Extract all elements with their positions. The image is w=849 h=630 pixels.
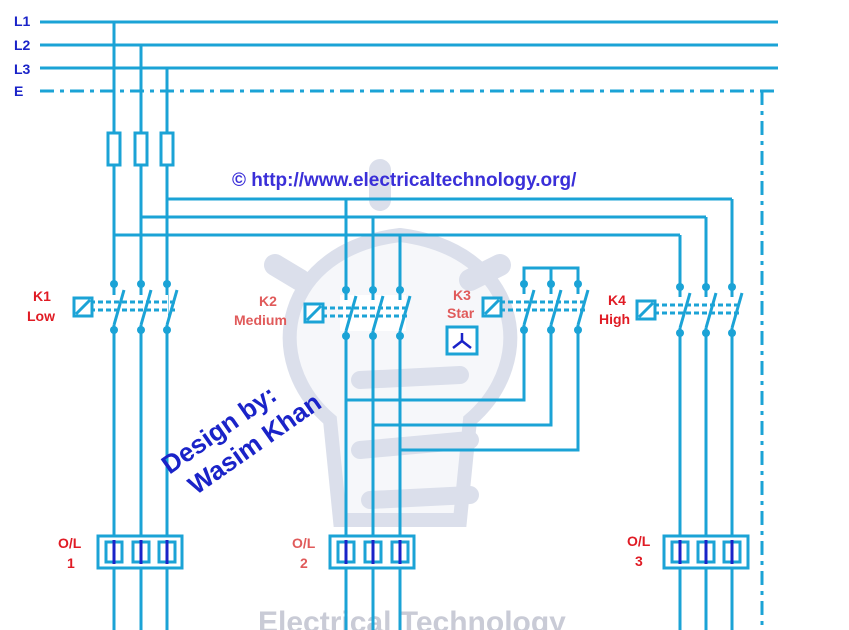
k1-speed: Low: [27, 308, 55, 324]
contactor-k4: [635, 283, 744, 337]
copyright-text: © http://www.electricaltechnology.org/: [232, 170, 577, 191]
k3-name: K3: [453, 287, 471, 303]
fuse-2: [133, 131, 149, 167]
ol2-num: 2: [300, 555, 308, 571]
ol3-label: O/L: [627, 533, 651, 549]
overload-2: [328, 534, 416, 570]
label-l1: L1: [14, 13, 31, 29]
fuses: [106, 131, 175, 167]
brand-watermark: Electrical Technology: [258, 606, 566, 630]
k1-name: K1: [33, 288, 51, 304]
label-l2: L2: [14, 37, 31, 53]
ol2-label: O/L: [292, 535, 316, 551]
supply-lines: [40, 20, 778, 630]
k3-speed: Star: [447, 305, 475, 321]
k2-speed: Medium: [234, 312, 287, 328]
fuse-3: [159, 131, 175, 167]
ol1-label: O/L: [58, 535, 82, 551]
label-l3: L3: [14, 61, 31, 77]
overload-1: [96, 534, 184, 570]
label-e: E: [14, 83, 23, 99]
contactor-k1: [72, 280, 179, 334]
ol1-num: 1: [67, 555, 75, 571]
fuse-1: [106, 131, 122, 167]
star-symbol-icon: [445, 325, 479, 356]
k4-speed: High: [599, 311, 630, 327]
k4-name: K4: [608, 292, 626, 308]
ol3-num: 3: [635, 553, 643, 569]
contactor-k2: [303, 286, 412, 340]
k2-name: K2: [259, 293, 277, 309]
contactor-k3: [481, 280, 590, 334]
k3-star-wiring: [346, 266, 580, 452]
overload-3: [662, 534, 750, 570]
